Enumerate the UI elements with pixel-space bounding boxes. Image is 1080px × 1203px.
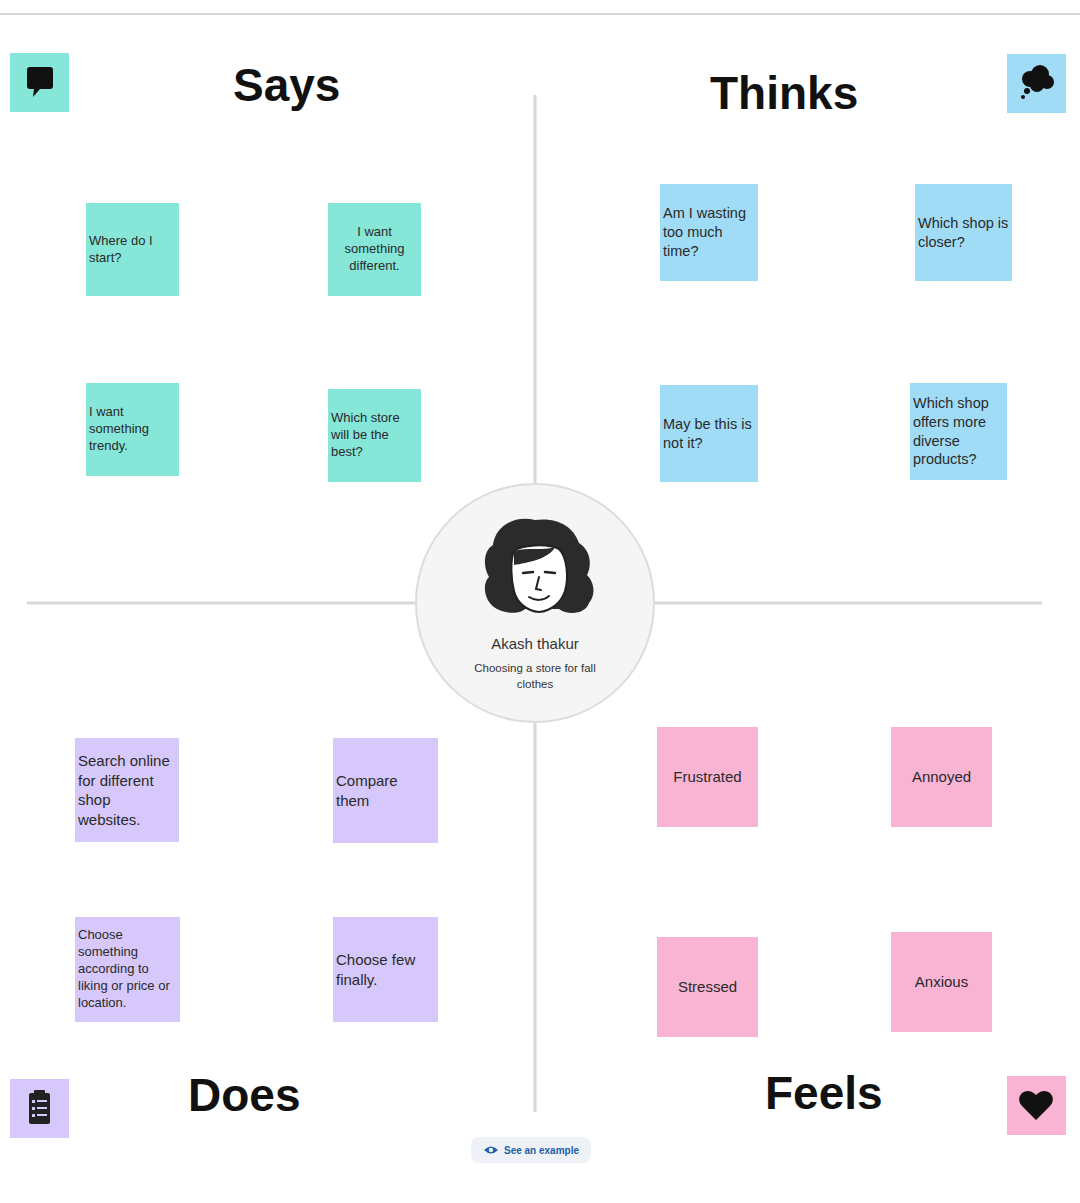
quadrant-heading: Does	[188, 1068, 300, 1122]
sticky-note: I want something different.	[328, 203, 421, 296]
note-text: Compare them	[336, 771, 435, 810]
persona-name: Akash thakur	[417, 635, 653, 652]
note-text: Am I wasting too much time?	[663, 204, 755, 261]
note-text: Which shop is closer?	[918, 214, 1009, 252]
sticky-note: Which store will be the best?	[328, 389, 421, 482]
note-text: I want something trendy.	[89, 404, 176, 455]
sticky-note: Choose something according to liking or …	[75, 917, 180, 1022]
eye-icon	[483, 1145, 499, 1155]
note-text: Choose few finally.	[336, 950, 435, 989]
quadrant-heading: Says	[233, 58, 340, 112]
button-label: See an example	[504, 1145, 579, 1156]
note-text: Stressed	[660, 977, 755, 997]
note-text: I want something different.	[331, 224, 418, 275]
sticky-note: Where do I start?	[86, 203, 179, 296]
sticky-note: Annoyed	[891, 727, 992, 827]
divider-line	[655, 602, 1042, 605]
note-text: Annoyed	[894, 767, 989, 787]
note-text: Frustrated	[660, 767, 755, 787]
sticky-note: Am I wasting too much time?	[660, 184, 758, 281]
sticky-note: Which shop offers more diverse products?	[910, 383, 1007, 480]
divider-line	[534, 723, 537, 1112]
divider-line	[534, 95, 537, 483]
sticky-note: Frustrated	[657, 727, 758, 827]
sticky-note: Compare them	[333, 738, 438, 843]
note-text: Choose something according to liking or …	[78, 927, 177, 1011]
feels-icon	[1007, 1076, 1066, 1135]
note-text: Which shop offers more diverse products?	[913, 394, 1004, 469]
sticky-note: Choose few finally.	[333, 917, 438, 1022]
note-text: Where do I start?	[89, 233, 176, 267]
divider-line	[27, 602, 415, 605]
persona-circle: Akash thakurChoosing a store for fall cl…	[415, 483, 655, 723]
sticky-note: Stressed	[657, 937, 758, 1037]
quadrant-heading: Thinks	[710, 66, 858, 120]
sticky-note: May be this is not it?	[660, 385, 758, 482]
does-icon	[10, 1079, 69, 1138]
persona-goal: Choosing a store for fall clothes	[467, 661, 603, 692]
example-button: See an example	[471, 1137, 591, 1163]
says-icon	[10, 53, 69, 112]
note-text: Which store will be the best?	[331, 410, 418, 461]
quadrant-heading: Feels	[765, 1066, 883, 1120]
note-text: Search online for different shop website…	[78, 751, 176, 829]
sticky-note: Search online for different shop website…	[75, 738, 179, 842]
note-text: May be this is not it?	[663, 415, 755, 453]
thinks-icon	[1007, 54, 1066, 113]
note-text: Anxious	[894, 972, 989, 992]
sticky-note: I want something trendy.	[86, 383, 179, 476]
sticky-note: Which shop is closer?	[915, 184, 1012, 281]
top-border	[0, 13, 1080, 15]
sticky-note: Anxious	[891, 932, 992, 1032]
